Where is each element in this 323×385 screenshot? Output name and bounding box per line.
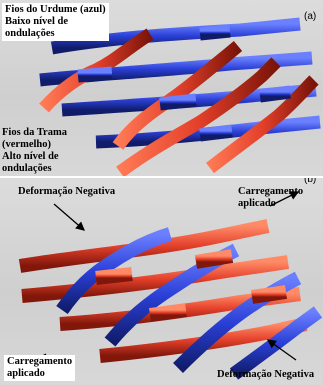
weft-yarn-label: Fios da Trama (vermelho) Alto nível de o… [2, 127, 67, 175]
neg-def-bottom-label: Deformação Negativa [217, 369, 314, 381]
panel-b: (b) Deformação Negativa Carregamento apl… [0, 176, 323, 385]
panel-b-tag: (b) [304, 176, 316, 185]
arrow-neg-def-top [54, 204, 84, 230]
warp-overlap [200, 31, 230, 34]
weft-overlap [196, 256, 232, 262]
weft-overlap [252, 292, 286, 297]
weft-overlap [150, 310, 186, 315]
warp-overlap [260, 92, 290, 96]
weft-overlap [96, 274, 132, 278]
neg-def-top-label: Deformação Negativa [18, 186, 115, 198]
warp-overlap [160, 100, 196, 104]
panel-a: Fios do Urdume (azul) Baixo nível de ond… [0, 0, 323, 176]
warp-overlap [78, 73, 112, 76]
weft-yarn [22, 262, 288, 296]
load-bottom-label: Carregamento aplicado [4, 355, 75, 381]
load-top-label: Carregamento aplicado [238, 186, 303, 210]
panel-a-tag: (a) [304, 11, 316, 22]
warp-overlap [200, 131, 232, 135]
warp-yarn-label: Fios do Urdume (azul) Baixo nível de ond… [2, 3, 109, 41]
